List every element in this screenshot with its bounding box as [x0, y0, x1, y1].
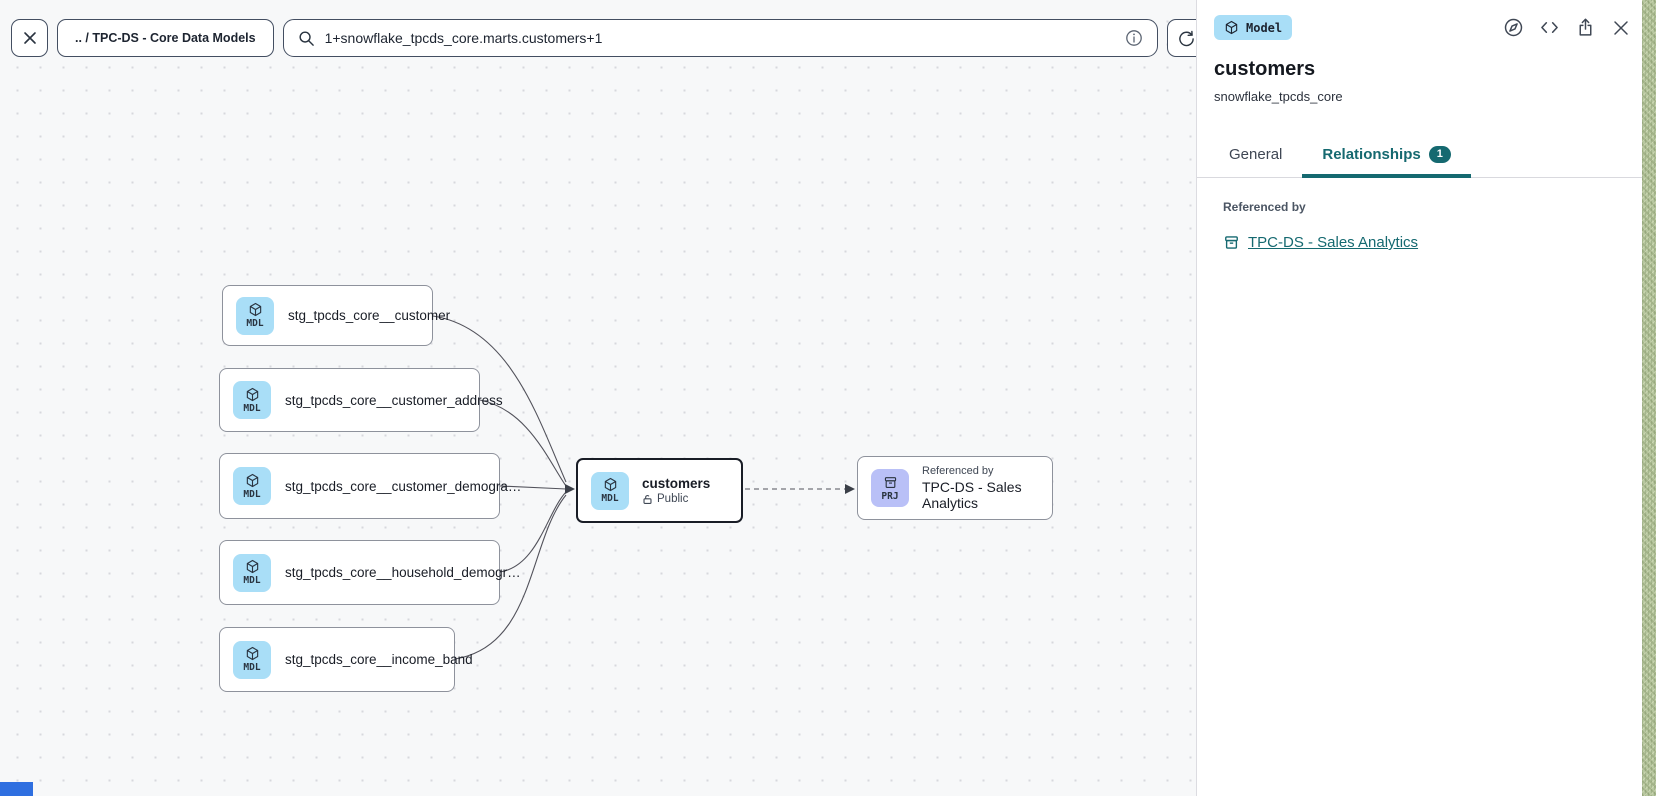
node-label: customers [642, 476, 710, 491]
node-visibility: Public [657, 493, 688, 505]
tab-label: Relationships [1322, 146, 1420, 163]
close-panel-icon[interactable] [1610, 17, 1632, 39]
search-input[interactable] [325, 30, 1125, 46]
relationship-count-badge: 1 [1429, 146, 1451, 163]
model-cube-icon: MDL [236, 297, 274, 335]
lineage-canvas[interactable]: MDL stg_tpcds_core__customer MDL stg_tpc… [0, 0, 1196, 796]
node-stg-household-demographics[interactable]: MDL stg_tpcds_core__household_demogr… [219, 540, 500, 605]
node-badge-label: MDL [243, 403, 260, 414]
lineage-edges [0, 0, 1196, 796]
referenced-project-link[interactable]: TPC-DS - Sales Analytics [1248, 234, 1418, 251]
share-icon[interactable] [1574, 17, 1596, 39]
breadcrumb-label: .. / TPC-DS - Core Data Models [75, 31, 256, 45]
model-cube-icon: MDL [591, 472, 629, 510]
node-badge-label: MDL [601, 493, 618, 504]
tab-label: General [1229, 146, 1282, 163]
node-badge-label: MDL [243, 575, 260, 586]
node-label: stg_tpcds_core__customer [288, 308, 450, 323]
explore-compass-icon[interactable] [1502, 17, 1524, 39]
model-cube-icon: MDL [233, 381, 271, 419]
model-cube-icon: MDL [233, 641, 271, 679]
model-cube-icon: MDL [233, 554, 271, 592]
project-box-icon [1223, 234, 1240, 251]
node-badge-label: PRJ [881, 491, 898, 502]
breadcrumb[interactable]: .. / TPC-DS - Core Data Models [57, 19, 274, 57]
detail-panel: Model customers snowflake_tpcds_core [1196, 0, 1642, 796]
minimap-viewport [0, 782, 33, 796]
page-title: customers [1214, 58, 1625, 81]
model-type-label: Model [1246, 21, 1282, 35]
node-label: stg_tpcds_core__household_demogr… [285, 565, 521, 580]
model-cube-icon [1224, 20, 1239, 35]
node-label: stg_tpcds_core__customer_demogra… [285, 479, 521, 494]
node-customers-selected[interactable]: MDL customers Public [576, 458, 743, 523]
project-subtitle: snowflake_tpcds_core [1214, 89, 1625, 104]
node-kicker: Referenced by [922, 465, 1039, 477]
tab-general[interactable]: General [1209, 146, 1302, 177]
node-label: stg_tpcds_core__income_band [285, 652, 473, 667]
node-label: TPC-DS - Sales Analytics [922, 479, 1039, 511]
refresh-icon [1178, 30, 1195, 47]
code-icon[interactable] [1538, 17, 1560, 39]
node-badge-label: MDL [243, 489, 260, 500]
tab-relationships[interactable]: Relationships 1 [1302, 146, 1470, 177]
info-icon[interactable] [1125, 29, 1143, 47]
node-stg-customer-demographics[interactable]: MDL stg_tpcds_core__customer_demogra… [219, 453, 500, 519]
lineage-search [283, 19, 1158, 57]
node-label: stg_tpcds_core__customer_address [285, 393, 503, 408]
search-icon [298, 30, 315, 47]
project-box-icon: PRJ [871, 469, 909, 507]
node-stg-customer[interactable]: MDL stg_tpcds_core__customer [222, 285, 433, 346]
close-icon [22, 30, 38, 46]
node-badge-label: MDL [243, 662, 260, 673]
lineage-toolbar: .. / TPC-DS - Core Data Models [11, 19, 1206, 57]
node-referenced-project[interactable]: PRJ Referenced by TPC-DS - Sales Analyti… [857, 456, 1053, 520]
node-stg-customer-address[interactable]: MDL stg_tpcds_core__customer_address [219, 368, 480, 432]
desktop-wallpaper-strip [1642, 0, 1656, 796]
close-lineage-button[interactable] [11, 19, 48, 57]
node-badge-label: MDL [246, 318, 263, 329]
referenced-by-label: Referenced by [1223, 200, 1625, 214]
model-cube-icon: MDL [233, 467, 271, 505]
node-stg-income-band[interactable]: MDL stg_tpcds_core__income_band [219, 627, 455, 692]
lock-icon [642, 494, 653, 505]
model-type-badge: Model [1214, 15, 1292, 40]
panel-tabs: General Relationships 1 [1197, 134, 1642, 178]
